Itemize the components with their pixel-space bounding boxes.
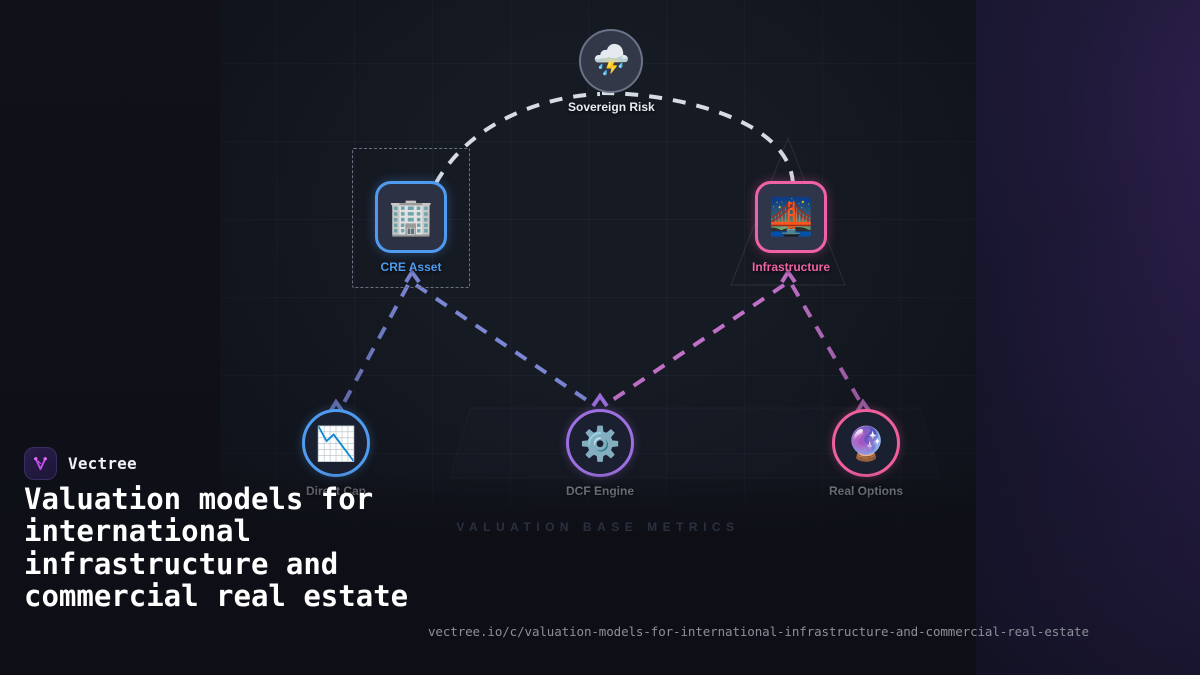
diagram-canvas[interactable]: ⛈️ Sovereign Risk 🏢 CRE Asset 🌉 Infrastr… [220, 0, 976, 540]
node-real-options[interactable]: 🔮 Real Options [829, 409, 903, 498]
node-label: DCF Engine [566, 484, 634, 498]
node-cre-asset[interactable]: 🏢 CRE Asset [375, 181, 447, 274]
thunder-cloud-icon: ⛈️ [579, 29, 644, 93]
node-infrastructure[interactable]: 🌉 Infrastructure [752, 181, 830, 274]
node-label: CRE Asset [380, 260, 442, 274]
brand-name: Vectree [68, 454, 137, 473]
valuation-base-metrics-label: VALUATION BASE METRICS [456, 520, 740, 534]
page-title: Valuation models for international infra… [24, 482, 409, 614]
node-label: Real Options [829, 484, 904, 498]
source-url: vectree.io/c/valuation-models-for-intern… [428, 624, 1089, 639]
vectree-v-pulse-icon [24, 447, 57, 480]
chart-decreasing-icon: 📉 [302, 409, 370, 477]
node-sovereign-risk[interactable]: ⛈️ Sovereign Risk [568, 29, 655, 114]
office-building-icon: 🏢 [375, 181, 447, 253]
left-background-panel [0, 0, 220, 675]
node-dcf-engine[interactable]: ⚙️ DCF Engine [566, 409, 634, 498]
bridge-at-night-icon: 🌉 [755, 181, 828, 253]
cre-asset-group-box [352, 148, 470, 288]
crystal-ball-icon: 🔮 [832, 409, 900, 477]
brand-lockup: Vectree [24, 447, 137, 480]
node-label: Infrastructure [752, 260, 831, 274]
node-label: Sovereign Risk [568, 100, 655, 114]
right-glow-panel [976, 0, 1200, 675]
gear-icon: ⚙️ [566, 409, 634, 477]
